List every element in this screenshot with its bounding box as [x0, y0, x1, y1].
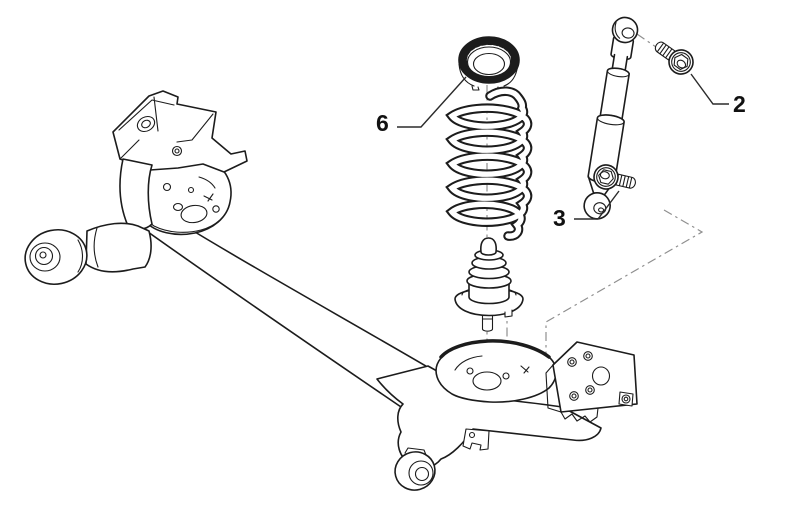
- shock-upper-bolt-guide: [636, 33, 657, 48]
- leader-6: [397, 76, 467, 128]
- cable-bracket: [462, 428, 490, 451]
- left-pan-center-hole: [180, 204, 208, 224]
- right-pan-center-hole: [472, 371, 502, 391]
- coil-spring: [445, 86, 533, 241]
- shock-absorber: [583, 16, 639, 220]
- rear-axle-beam: [24, 90, 638, 491]
- upper-spring-seat-pad: [458, 36, 520, 92]
- bump-stop-stud: [481, 314, 494, 332]
- shock-upper-tube: [599, 67, 630, 123]
- leader-2: [690, 73, 729, 105]
- spring-wire-core: [448, 88, 531, 239]
- seat-outer-rim: [458, 36, 520, 84]
- callout-label-6[interactable]: 6: [376, 110, 389, 136]
- bump-stop-buffer: [454, 237, 524, 332]
- callout-leader-lines: [397, 73, 729, 220]
- hub-center-hole: [591, 366, 611, 386]
- axle-neck-casting: [119, 158, 153, 230]
- seat-teeth-ring: [459, 37, 519, 83]
- bracket-hole: [136, 115, 156, 133]
- leader-3: [574, 190, 620, 220]
- bump-stop-tip: [480, 237, 497, 256]
- shock-mount-bracket: [112, 90, 248, 173]
- callout-label-2[interactable]: 2: [733, 91, 746, 117]
- right-pan-rim: [439, 339, 551, 359]
- axle-cross-beam-lower-edge: [126, 216, 405, 410]
- seat-opening: [472, 52, 506, 76]
- shock-lower-guide: [545, 209, 704, 361]
- left-trailing-arm: [85, 222, 152, 273]
- callout-label-3[interactable]: 3: [553, 205, 566, 231]
- hub-plate-ribs: [560, 407, 599, 423]
- upper-mounting-bolt: [648, 34, 699, 80]
